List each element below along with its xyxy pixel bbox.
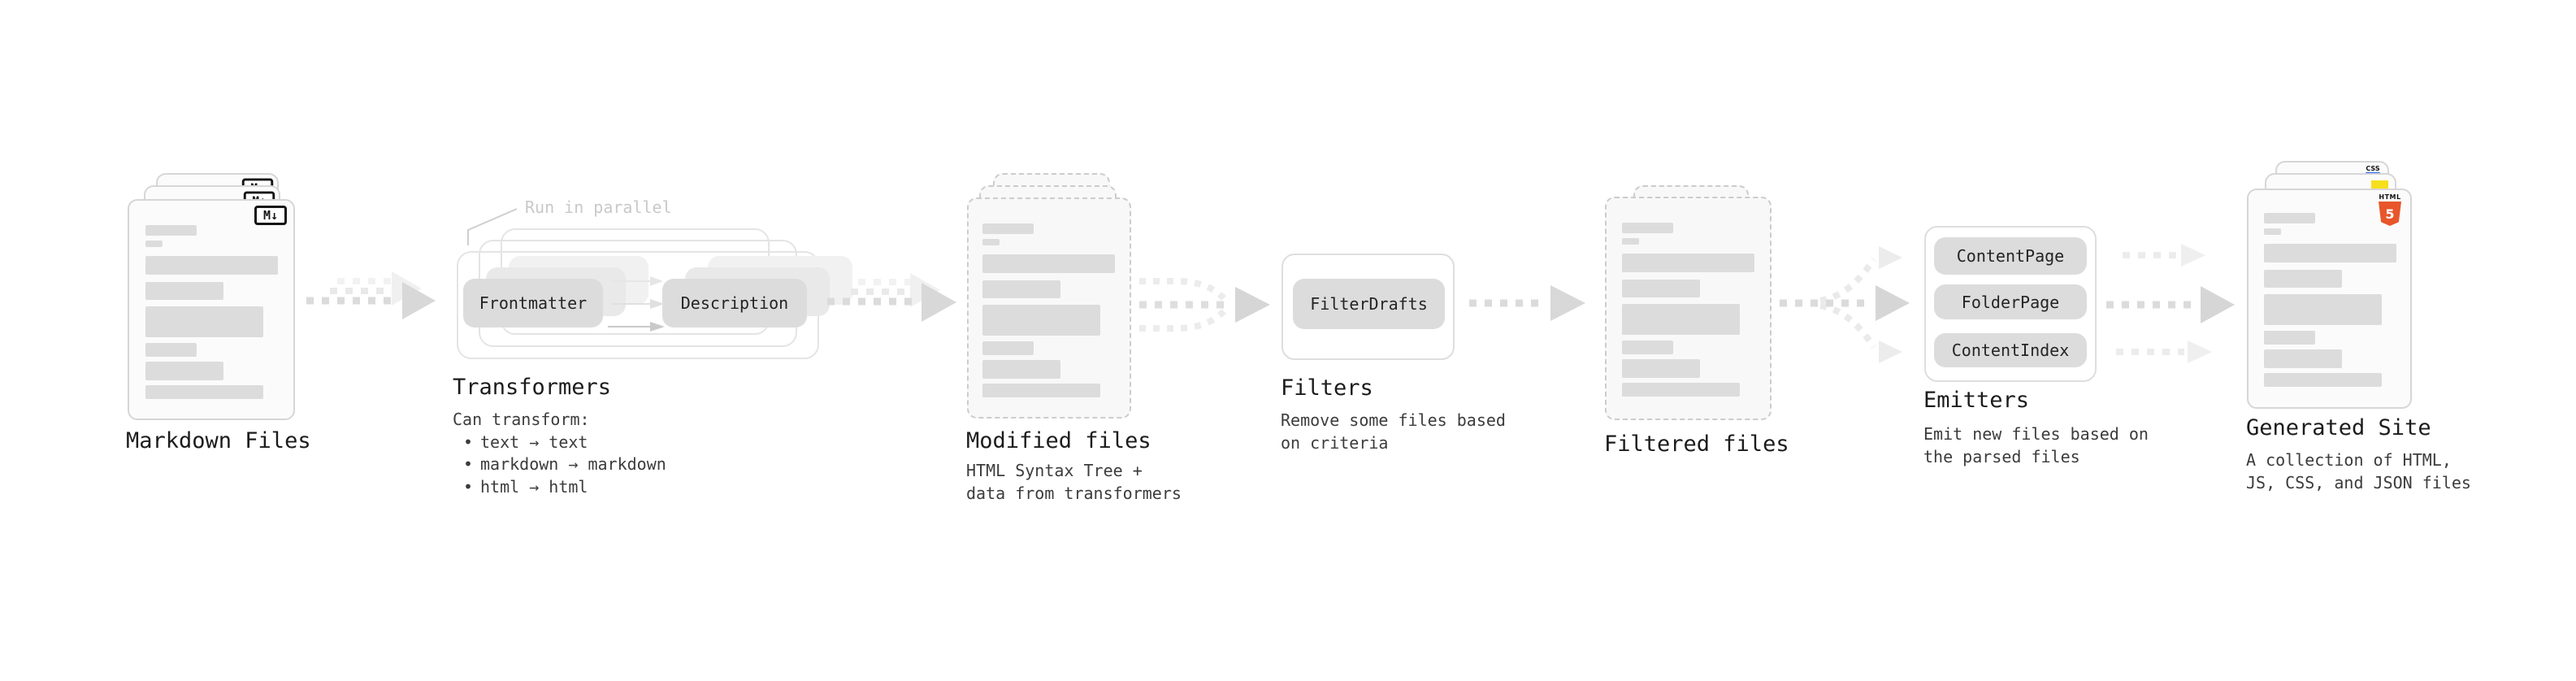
text-line-bar xyxy=(982,254,1115,273)
generated-site-label: Generated Site xyxy=(2246,415,2431,440)
markdown-files-label: Markdown Files xyxy=(126,428,311,453)
html5-shield: 5 xyxy=(2379,202,2401,226)
bullet-item: • markdown → markdown xyxy=(453,453,666,476)
text-line-bar xyxy=(1622,359,1700,378)
subtitle-line: Remove some files based xyxy=(1281,410,1506,430)
text-line-bar xyxy=(982,239,1000,245)
generated-html-file-card: HTML 5 xyxy=(2247,189,2412,409)
html5-icon: HTML 5 xyxy=(2378,193,2402,226)
subtitle-line: JS, CSS, and JSON files xyxy=(2246,472,2471,492)
contentindex-pill: ContentIndex xyxy=(1934,333,2087,367)
folderpage-pill: FolderPage xyxy=(1934,284,2087,319)
css-label: CSS xyxy=(2366,165,2380,172)
filters-description: Remove some files based on criteria xyxy=(1281,410,1506,454)
text-line-bar xyxy=(2264,373,2382,387)
text-line-bar xyxy=(982,384,1100,397)
text-line-bar xyxy=(145,306,263,337)
text-line-bar xyxy=(145,343,197,357)
filtered-file-card xyxy=(1605,197,1772,420)
markdown-icon: M↓ xyxy=(254,206,287,225)
subtitle-line: HTML Syntax Tree + xyxy=(966,461,1143,480)
arrow-modified-to-filters xyxy=(1139,278,1270,332)
generated-site-description: A collection of HTML, JS, CSS, and JSON … xyxy=(2246,449,2471,494)
bullet-item: • text → text xyxy=(453,432,666,454)
text-line-bar xyxy=(145,225,197,236)
emitters-description: Emit new files based on the parsed files xyxy=(1923,423,2149,468)
bullet-text: html → html xyxy=(480,476,588,497)
can-transform-line: Can transform: xyxy=(453,410,590,429)
subtitle-line: on criteria xyxy=(1281,432,1389,453)
modified-file-card xyxy=(967,197,1131,419)
text-line-bar xyxy=(145,282,223,300)
text-line-bar xyxy=(2264,244,2396,262)
text-line-bar xyxy=(1622,254,1754,272)
text-line-bar xyxy=(982,360,1060,379)
text-line-bar xyxy=(145,256,278,275)
text-line-bar xyxy=(1622,304,1740,335)
modified-files-label: Modified files xyxy=(966,428,1151,453)
filterdrafts-pill: FilterDrafts xyxy=(1293,279,1445,329)
text-line-bar xyxy=(2264,270,2342,288)
text-line-bar xyxy=(2264,294,2382,325)
bullet-text: text → text xyxy=(480,432,588,452)
text-line-bar xyxy=(145,241,163,247)
text-line-bar xyxy=(2264,331,2315,345)
description-pill: Description xyxy=(662,279,807,327)
arrow-emitters-to-generated xyxy=(2106,244,2235,363)
text-line-bar xyxy=(982,305,1100,336)
js-icon xyxy=(2371,180,2388,189)
filtered-files-label: Filtered files xyxy=(1604,432,1789,457)
arrow-filters-to-filtered xyxy=(1469,285,1585,321)
subtitle-line: A collection of HTML, xyxy=(2246,450,2452,470)
bullet-dot: • xyxy=(462,476,474,497)
text-line-bar xyxy=(1622,280,1700,297)
bullet-dot: • xyxy=(462,454,474,474)
transformers-label: Transformers xyxy=(453,375,612,400)
emitters-label: Emitters xyxy=(1923,388,2030,413)
text-line-bar xyxy=(982,280,1060,298)
bullet-text: markdown → markdown xyxy=(480,454,666,474)
modified-files-description: HTML Syntax Tree + data from transformer… xyxy=(966,460,1182,505)
arrow-markdown-to-transformers xyxy=(306,271,436,319)
text-line-bar xyxy=(1622,223,1673,233)
text-line-bar xyxy=(2264,349,2342,368)
text-line-bar xyxy=(982,341,1034,355)
transformers-description: Can transform: • text → text • markdown … xyxy=(453,409,666,498)
bullet-dot: • xyxy=(462,432,474,452)
arrow-filtered-to-emitters xyxy=(1780,246,1910,363)
filters-label: Filters xyxy=(1281,375,1373,401)
subtitle-line: the parsed files xyxy=(1923,446,2080,466)
text-line-bar xyxy=(982,223,1034,234)
text-line-bar xyxy=(1622,340,1673,354)
text-line-bar xyxy=(1622,238,1639,245)
text-line-bar xyxy=(145,362,223,380)
contentpage-pill: ContentPage xyxy=(1934,237,2087,275)
subtitle-line: data from transformers xyxy=(966,483,1182,503)
text-line-bar xyxy=(1622,383,1740,397)
text-line-bar xyxy=(145,385,263,399)
bullet-item: • html → html xyxy=(453,476,666,499)
text-line-bar xyxy=(2264,228,2281,235)
run-in-parallel-label: Run in parallel xyxy=(525,197,672,217)
html5-label: HTML xyxy=(2379,193,2401,201)
text-line-bar xyxy=(2264,213,2315,223)
markdown-file-card: M↓ xyxy=(128,199,295,420)
subtitle-line: Emit new files based on xyxy=(1923,424,2149,444)
frontmatter-pill: Frontmatter xyxy=(463,279,603,327)
